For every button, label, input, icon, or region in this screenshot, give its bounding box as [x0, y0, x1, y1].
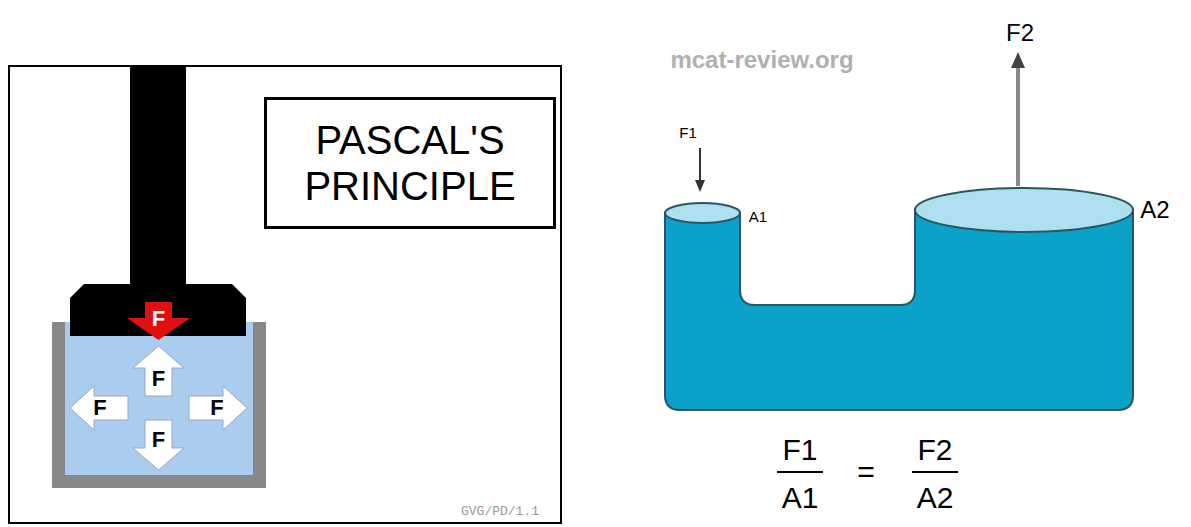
formula-term: F2 [917, 435, 952, 465]
formula-term: A1 [782, 483, 819, 513]
vessel [665, 210, 1133, 410]
arrow-head [695, 180, 705, 192]
container-wall [52, 322, 266, 488]
force-label: F [152, 368, 165, 390]
force-label: F [210, 397, 223, 419]
pressure-arrows [70, 346, 247, 470]
watermark: GVG/PD/1.1 [461, 505, 539, 518]
area-label: A1 [749, 209, 767, 224]
formula-sign: = [857, 457, 875, 487]
force-label: F [152, 429, 165, 451]
panel-border [9, 66, 561, 523]
force-label: F [152, 308, 165, 330]
fraction-bar [777, 471, 823, 473]
force-arrow [127, 302, 190, 340]
arrow-head [1011, 52, 1025, 68]
formula-term: F1 [782, 435, 817, 465]
piston-surface [665, 203, 740, 223]
fraction-bar [912, 471, 958, 473]
force-label: F [93, 397, 106, 419]
force-label: F1 [679, 125, 697, 140]
area-label: A2 [1140, 198, 1169, 222]
title-box: PASCAL'S PRINCIPLE [264, 97, 556, 229]
plunger-rod [130, 66, 186, 286]
watermark: mcat-review.org [670, 48, 853, 72]
piston-surface [915, 188, 1133, 232]
force-arrow [1016, 64, 1020, 186]
plunger-head [70, 284, 246, 336]
fluid [65, 322, 253, 475]
title-text: PASCAL'S PRINCIPLE [267, 117, 553, 209]
formula-term: A2 [917, 483, 954, 513]
force-label: F2 [1006, 21, 1034, 45]
